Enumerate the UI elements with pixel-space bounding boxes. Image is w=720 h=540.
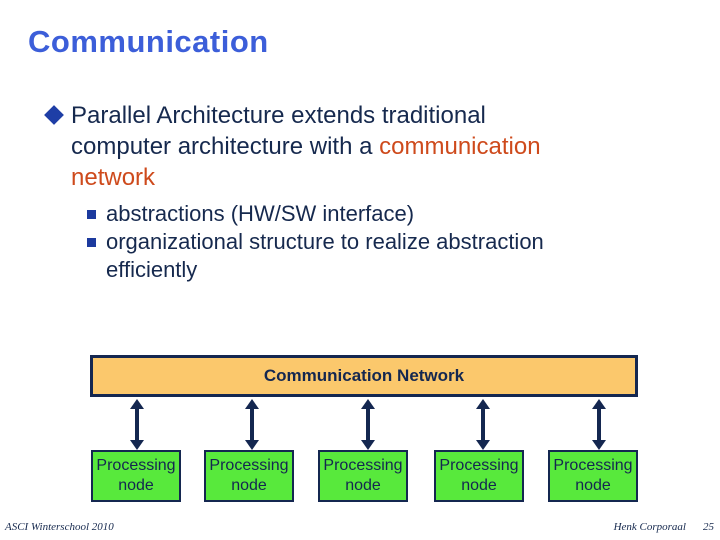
arrowhead-down xyxy=(245,440,259,450)
processing-node-box: Processing node xyxy=(204,450,294,502)
bullet-text-dark: Parallel Architecture extends traditiona… xyxy=(71,102,486,160)
slide-title: Communication xyxy=(28,24,269,59)
arrowhead-up xyxy=(476,399,490,409)
sub-bullet-text: organizational structure to realize abst… xyxy=(106,229,544,282)
processing-node-box: Processing node xyxy=(434,450,524,502)
processing-node-box: Processing node xyxy=(548,450,638,502)
sub-bullet-item: abstractions (HW/SW interface) xyxy=(87,200,587,228)
bullet-text-accent: communication network xyxy=(71,133,541,191)
arrow-shaft xyxy=(250,407,254,442)
arrowhead-down xyxy=(592,440,606,450)
communication-network-label: Communication Network xyxy=(263,366,465,385)
arrowhead-up xyxy=(361,399,375,409)
processing-node-box: Processing node xyxy=(318,450,408,502)
arrowhead-down xyxy=(476,440,490,450)
bullet-marker-cell xyxy=(44,100,71,193)
arrow-shaft xyxy=(366,407,370,442)
arrowhead-up xyxy=(130,399,144,409)
main-bullet-text: Parallel Architecture extends traditiona… xyxy=(71,100,591,193)
arrowhead-down xyxy=(130,440,144,450)
double-arrow-icon xyxy=(476,399,490,450)
double-arrow-icon xyxy=(361,399,375,450)
arrow-shaft xyxy=(597,407,601,442)
arrowhead-down xyxy=(361,440,375,450)
communication-network-box: Communication Network xyxy=(90,355,638,397)
footer-event-label: ASCI Winterschool 2010 xyxy=(5,521,114,533)
square-bullet-icon xyxy=(87,210,96,219)
sub-bullet-list: abstractions (HW/SW interface) organizat… xyxy=(87,200,587,284)
double-arrow-icon xyxy=(592,399,606,450)
arrow-shaft xyxy=(135,407,139,442)
double-arrow-icon xyxy=(130,399,144,450)
footer-author-label: Henk Corporaal xyxy=(613,521,686,533)
arrowhead-up xyxy=(592,399,606,409)
diamond-bullet-icon xyxy=(44,105,64,125)
footer-page-number: 25 xyxy=(703,521,714,533)
double-arrow-icon xyxy=(245,399,259,450)
main-bullet: Parallel Architecture extends traditiona… xyxy=(44,100,605,193)
sub-bullet-item: organizational structure to realize abst… xyxy=(87,228,587,284)
sub-bullet-text: abstractions (HW/SW interface) xyxy=(106,201,415,226)
arrowhead-up xyxy=(245,399,259,409)
processing-node-box: Processing node xyxy=(91,450,181,502)
square-bullet-icon xyxy=(87,238,96,247)
arrow-shaft xyxy=(481,407,485,442)
footer-right: Henk Corporaal 25 xyxy=(614,521,714,533)
